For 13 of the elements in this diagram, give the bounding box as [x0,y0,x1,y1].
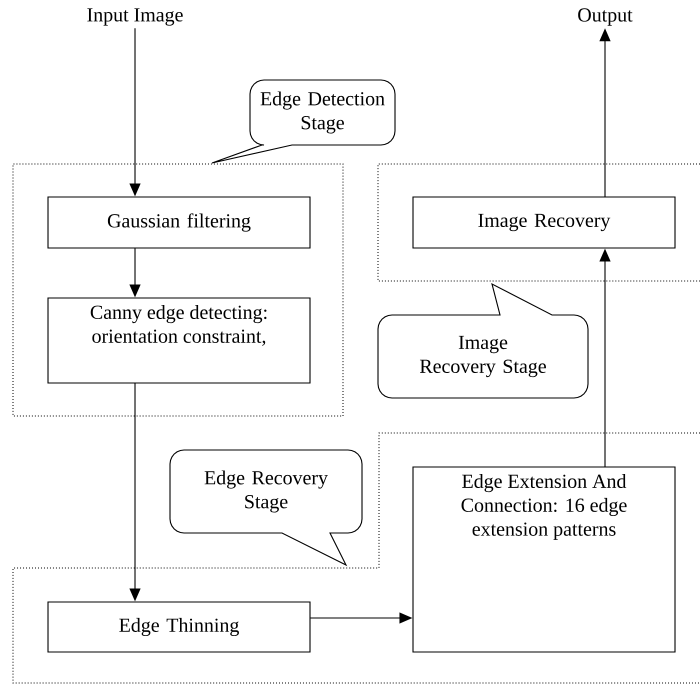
stage-region [12,432,700,684]
process-box: Canny edge detecting: orientation constraint, [47,297,311,384]
input-output-label: Output [578,8,633,26]
stage-region [378,164,700,282]
speech-bubble: Edge Detection Stage [211,79,396,164]
process-box: Edge Extension And Connection: 16 edge extension patterns [412,466,676,653]
speech-bubble: Image Recovery Stage [377,282,589,399]
input-output-label: Input Image [87,8,183,26]
stage-region [12,164,344,416]
process-box: Edge Thinning [47,601,311,653]
process-box: Gaussian filtering [47,196,311,249]
speech-bubble: Edge Recovery Stage [169,449,363,566]
process-box: Image Recovery [412,196,676,249]
